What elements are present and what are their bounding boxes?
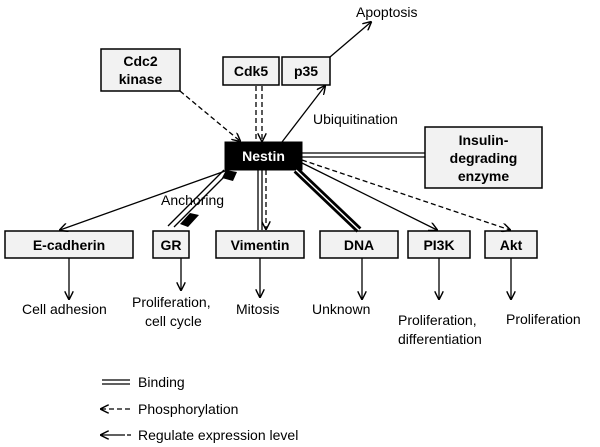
edge-nestin-gr-b xyxy=(173,171,230,228)
node-cdk5-label: Cdk5 xyxy=(234,63,268,79)
node-nestin: Nestin xyxy=(224,141,303,171)
outcome-vimentin: Mitosis xyxy=(236,301,280,317)
node-ide-label-line3: enzyme xyxy=(458,168,510,184)
node-dna-label: DNA xyxy=(344,237,374,253)
node-vimentin: Vimentin xyxy=(215,230,305,259)
node-p35: p35 xyxy=(281,56,331,86)
node-e-cadherin: E-cadherin xyxy=(4,230,134,259)
node-ide-label-line1: Insulin- xyxy=(459,132,509,148)
label-ubiquitination: Ubiquitination xyxy=(313,111,398,127)
outcome-gr-line1: Proliferation, xyxy=(132,294,211,310)
label-apoptosis: Apoptosis xyxy=(356,4,417,20)
edge-nestin-pi3k xyxy=(301,162,437,230)
outcome-pi3k-line2: differentiation xyxy=(398,331,482,347)
node-akt-label: Akt xyxy=(500,237,523,253)
outcome-akt: Proliferation xyxy=(506,311,581,327)
legend: Binding Phosphorylation Regulate express… xyxy=(101,374,298,443)
node-nestin-label: Nestin xyxy=(242,148,285,164)
node-cdc2-kinase: Cdc2 kinase xyxy=(100,48,181,92)
edge-p35-apoptosis xyxy=(329,22,371,58)
legend-phosphorylation-label: Phosphorylation xyxy=(138,401,238,417)
edge-nestin-dna-binding-gap xyxy=(295,169,360,231)
edge-nestin-ecadherin xyxy=(60,169,229,230)
label-anchoring: Anchoring xyxy=(161,192,224,208)
node-ide-label-line2: degrading xyxy=(450,150,518,166)
edge-nestin-gr-wedge-bottom xyxy=(180,213,199,227)
node-pi3k: PI3K xyxy=(407,230,471,259)
edge-cdc2-phosphorylates-nestin xyxy=(179,90,240,141)
legend-binding-label: Binding xyxy=(138,374,185,390)
edge-nestin-p35-ubiquitination xyxy=(281,86,325,143)
outcome-dna: Unknown xyxy=(312,301,370,317)
outcome-ecadherin: Cell adhesion xyxy=(22,301,107,317)
legend-regulate-label: Regulate expression level xyxy=(138,427,298,443)
outcome-gr-line2: cell cycle xyxy=(145,313,202,329)
node-cdc2-label-line1: Cdc2 xyxy=(123,53,157,69)
node-cdc2-label-line2: kinase xyxy=(119,71,163,87)
edge-nestin-gr-a xyxy=(167,169,225,227)
node-gr: GR xyxy=(152,230,190,259)
node-cdk5: Cdk5 xyxy=(222,56,280,86)
node-insulin-degrading-enzyme: Insulin- degrading enzyme xyxy=(424,126,543,189)
node-p35-label: p35 xyxy=(294,63,318,79)
edge-nestin-gr-wedge-top xyxy=(222,170,237,181)
outcome-pi3k-line1: Proliferation, xyxy=(398,312,477,328)
node-gr-label: GR xyxy=(161,237,182,253)
node-akt: Akt xyxy=(484,230,538,259)
node-vimentin-label: Vimentin xyxy=(231,237,290,253)
edge-nestin-akt xyxy=(301,159,510,230)
node-pi3k-label: PI3K xyxy=(423,237,454,253)
node-dna: DNA xyxy=(319,230,399,259)
node-e-cadherin-label: E-cadherin xyxy=(33,237,105,253)
